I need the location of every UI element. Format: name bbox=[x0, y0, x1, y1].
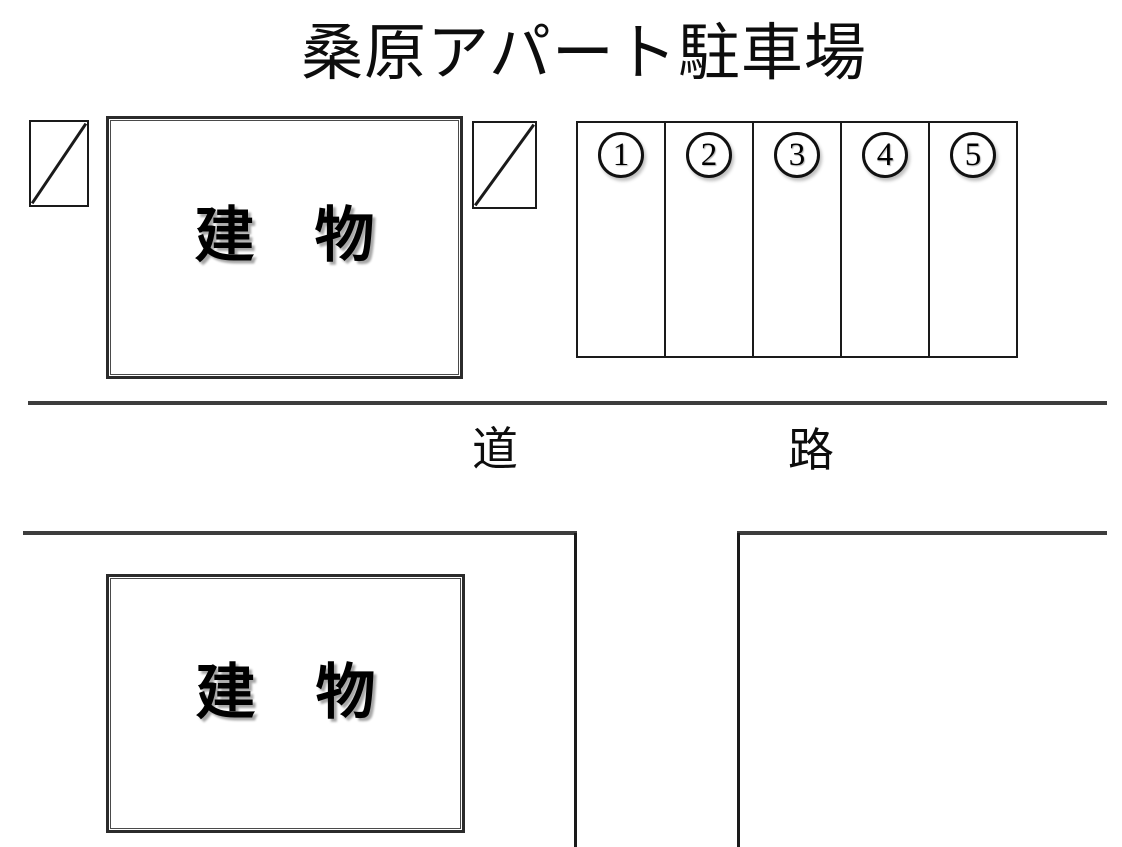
stall-number-badge: 2 bbox=[686, 132, 732, 178]
driveway-edge-left bbox=[574, 533, 577, 847]
diagonal-marker-icon bbox=[472, 121, 537, 209]
parking-stall-1: 1 bbox=[578, 123, 664, 356]
road-edge-bottom-left bbox=[23, 531, 577, 535]
building-top-inner-border bbox=[110, 120, 459, 375]
page-title: 桑原アパート駐車場 bbox=[301, 19, 867, 88]
building-bottom: 建 物 bbox=[106, 574, 465, 833]
road-label-right: 路 bbox=[788, 425, 834, 476]
stall-number-badge: 4 bbox=[862, 132, 908, 178]
diagonal-marker-icon bbox=[29, 120, 89, 207]
diagonal-line-icon bbox=[474, 123, 535, 207]
stall-number-badge: 5 bbox=[950, 132, 996, 178]
parking-stalls: 1 2 3 4 5 bbox=[576, 121, 1018, 358]
building-bottom-label: 建 物 bbox=[195, 659, 376, 726]
stall-number-badge: 1 bbox=[598, 132, 644, 178]
building-top-label: 建 物 bbox=[194, 202, 375, 269]
diagonal-line-icon bbox=[31, 122, 87, 205]
driveway-edge-right bbox=[737, 533, 740, 847]
parking-stall-2: 2 bbox=[664, 123, 752, 356]
road-edge-bottom-right bbox=[737, 531, 1107, 535]
road-label-left: 道 bbox=[472, 424, 518, 475]
building-bottom-inner-border bbox=[110, 578, 461, 829]
parking-stall-4: 4 bbox=[840, 123, 928, 356]
road-edge-top bbox=[28, 401, 1107, 405]
parking-stall-3: 3 bbox=[752, 123, 840, 356]
parking-stall-5: 5 bbox=[928, 123, 1016, 356]
building-top: 建 物 bbox=[106, 116, 463, 379]
stall-number-badge: 3 bbox=[774, 132, 820, 178]
